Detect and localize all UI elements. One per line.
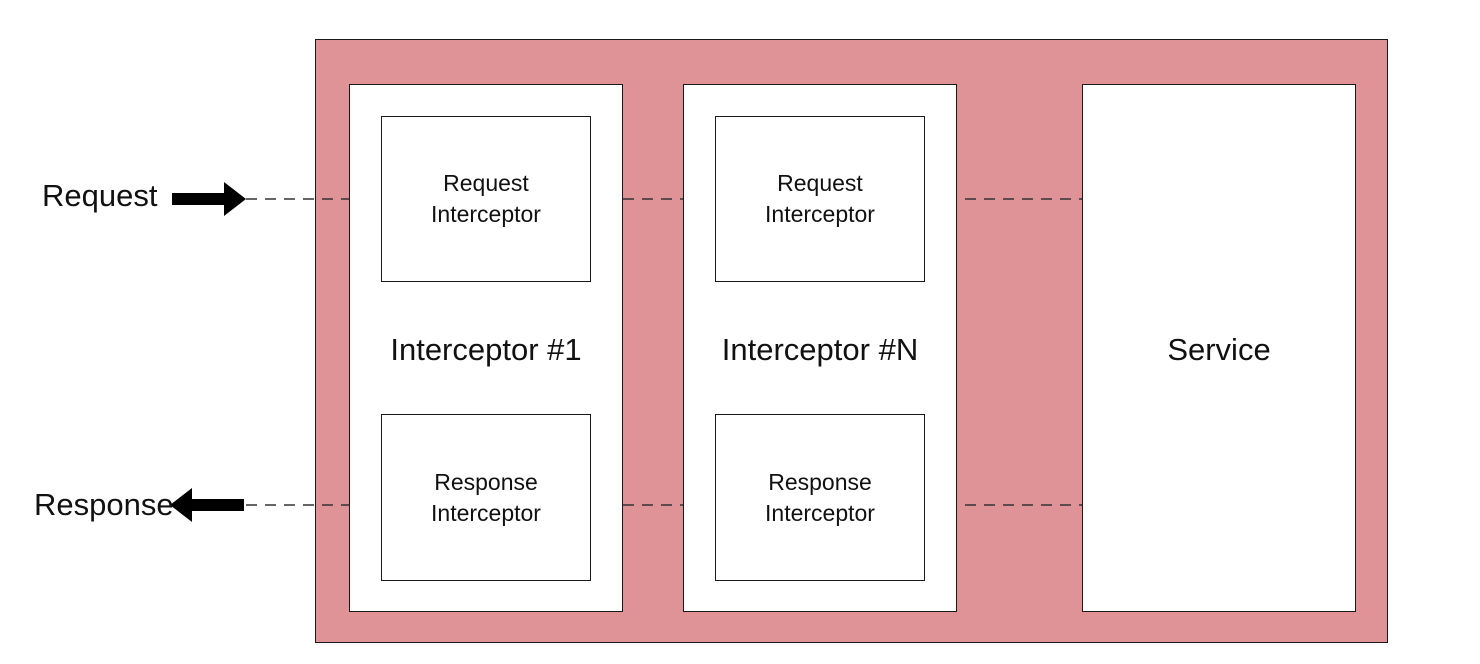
- interceptor-n-title: Interceptor #N: [721, 332, 919, 367]
- response-interceptor-n: Response Interceptor: [715, 414, 925, 581]
- request-interceptor-1: Request Interceptor: [381, 116, 591, 282]
- response-interceptor-n-line2: Interceptor: [765, 499, 875, 526]
- request-interceptor-n-line1: Request: [777, 170, 863, 196]
- request-interceptor-n: Request Interceptor: [715, 116, 925, 282]
- response-interceptor-1-line2: Interceptor: [431, 499, 541, 526]
- interceptor-1-title: Interceptor #1: [390, 332, 582, 367]
- arrow-left-icon: [170, 488, 244, 522]
- request-interceptor-n-line2: Interceptor: [765, 201, 875, 227]
- service-box: [1082, 84, 1356, 612]
- response-label: Response: [34, 487, 174, 522]
- arrow-right-icon: [172, 182, 246, 216]
- request-interceptor-1-line1: Request: [443, 170, 529, 196]
- request-interceptor-1-line2: Interceptor: [431, 201, 541, 227]
- response-interceptor-1: Response Interceptor: [381, 414, 591, 581]
- request-label: Request: [42, 178, 158, 213]
- response-interceptor-1-line1: Response: [434, 468, 538, 495]
- service-title: Service: [1167, 332, 1271, 367]
- response-interceptor-n-line1: Response: [768, 468, 872, 495]
